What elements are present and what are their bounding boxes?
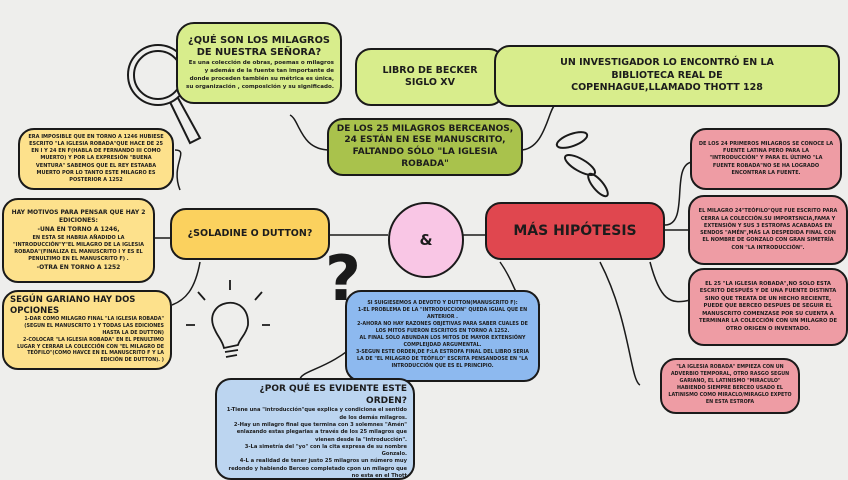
orden-item: 1-Tiene una "introducción"que explica y … xyxy=(226,407,407,421)
right-box-3: EL 25 "LA IGLESIA ROBADA",NO SOLO ESTA E… xyxy=(688,268,848,346)
center-label: & xyxy=(419,231,433,249)
right-text: "LA IGLESIA ROBADA" EMPIEZA CON UN ADVER… xyxy=(668,365,792,405)
connector-arrow xyxy=(599,261,641,386)
devoto-line: AL FINAL SOLO ABUNDAN LOS MITOS DE MAYOR… xyxy=(359,336,526,348)
que-son-box: ¿QUÉ SON LOS MILAGROS DE NUESTRA SEÑORA?… xyxy=(176,22,342,104)
right-text: DE LOS 24 PRIMEROS MILAGROS SE CONOCE LA… xyxy=(698,140,834,176)
orden-item: 4-L a realidad de tener justo 25 milagro… xyxy=(228,458,407,479)
devoto-line: 1-EL PROBLEMA DE LA "INTRODUCCION" QUEDA… xyxy=(357,308,528,321)
motivos-line: EN ESTA SE HABRIA AÑADIDO LA "INTRODUCCI… xyxy=(12,234,144,263)
motivos-line: HAY MOTIVOS PARA PENSAR QUE HAY 2 EDICIO… xyxy=(11,208,146,225)
que-son-title: ¿QUÉ SON LOS MILAGROS DE NUESTRA SEÑORA? xyxy=(188,34,330,59)
orden-item: 3-La simetría del "yo" con la cita expre… xyxy=(244,443,407,458)
right-box-1: DE LOS 24 PRIMEROS MILAGROS SE CONOCE LA… xyxy=(690,128,842,190)
gariano-option: 2-COLOCAR "LA IGLESIA ROBADA" EN EL PENU… xyxy=(17,337,164,364)
right-text: EL MILAGRO 24"TEÓFILO"QUE FUE ESCRITO PA… xyxy=(698,208,838,251)
connector-arrow xyxy=(289,114,331,151)
becker-line1: LIBRO DE BECKER xyxy=(382,64,478,76)
lightbulb-icon xyxy=(186,280,270,358)
devoto-line: SI SUIGIESEMOS A DEVOTO Y DUTTON(MANUSCR… xyxy=(367,301,518,307)
orden-box: ¿POR QUÉ ES EVIDENTE ESTE ORDEN? 1-Tiene… xyxy=(215,378,415,480)
gariano-option: 1-DAR COMO MILAGRO FINAL "LA IGLESIA ROB… xyxy=(24,316,164,336)
motivos-line: -OTRA EN TORNO A 1252 xyxy=(36,263,121,271)
orden-title: ¿POR QUÉ ES EVIDENTE ESTE ORDEN? xyxy=(259,384,408,406)
que-son-text: Es una colección de obras, poemas o mila… xyxy=(186,60,334,90)
devoto-line: 2-AHORA NO HAY RAZONES OBJETIVAS PARA SA… xyxy=(357,322,528,335)
right-box-4: "LA IGLESIA ROBADA" EMPIEZA CON UN ADVER… xyxy=(660,358,800,414)
connector-arrow xyxy=(171,261,201,306)
devoto-line: 3-SEGUN ESTE ORDEN,DE F:LA ESTROFA FINAL… xyxy=(356,349,529,369)
connector-arrow xyxy=(664,161,693,226)
imposible-box: ERA IMPOSIBLE QUE EN TORNO A 1246 HUBIES… xyxy=(18,128,174,190)
becker-box: LIBRO DE BECKER SIGLO XV xyxy=(355,48,505,106)
motivos-line: -UNA EN TORNO A 1246, xyxy=(37,226,120,233)
hipotesis-label: MÁS HIPÓTESIS xyxy=(513,222,637,239)
center-node: & xyxy=(388,202,464,278)
orden-item: 2-Hay un milagro final que termina con 3… xyxy=(233,421,407,443)
connector-arrow xyxy=(174,149,182,191)
imposible-text: ERA IMPOSIBLE QUE EN TORNO A 1246 HUBIES… xyxy=(28,133,164,184)
investigador-box: UN INVESTIGADOR LO ENCONTRÓ EN LA BIBLIO… xyxy=(494,45,840,107)
becker-line2: SIGLO XV xyxy=(405,77,455,88)
devoto-box: SI SUIGIESEMOS A DEVOTO Y DUTTON(MANUSCR… xyxy=(345,290,540,382)
veinticinco-text: DE LOS 25 MILAGROS BERCEANOS, 24 ESTÁN E… xyxy=(336,123,514,169)
oval-doodles-icon xyxy=(555,131,609,198)
veinticinco-box: DE LOS 25 MILAGROS BERCEANOS, 24 ESTÁN E… xyxy=(327,118,523,176)
gariano-box: SEGÚN GARIANO HAY DOS OPCIONES 1-DAR COM… xyxy=(2,290,172,370)
connector-arrow xyxy=(519,104,556,151)
connector-arrow xyxy=(649,261,691,303)
soladine-label: ¿SOLADINE O DUTTON? xyxy=(187,227,313,239)
investigador-text: UN INVESTIGADOR LO ENCONTRÓ EN LA BIBLIO… xyxy=(560,57,774,94)
right-text: EL 25 "LA IGLESIA ROBADA",NO SOLO ESTA E… xyxy=(698,280,838,332)
motivos-box: HAY MOTIVOS PARA PENSAR QUE HAY 2 EDICIO… xyxy=(2,198,155,283)
right-box-2: EL MILAGRO 24"TEÓFILO"QUE FUE ESCRITO PA… xyxy=(688,195,848,265)
gariano-title: SEGÚN GARIANO HAY DOS OPCIONES xyxy=(10,294,136,316)
soladine-node: ¿SOLADINE O DUTTON? xyxy=(170,208,330,260)
hipotesis-node: MÁS HIPÓTESIS xyxy=(485,202,665,260)
